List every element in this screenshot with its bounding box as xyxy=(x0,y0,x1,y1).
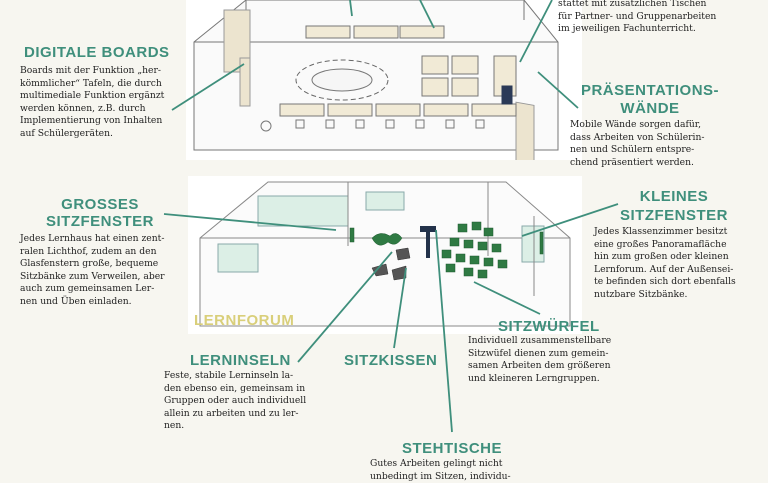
large-window-title-line1: GROSSES xyxy=(61,196,139,213)
large-window-title-line2: SITZFENSTER xyxy=(45,213,154,230)
seat-cushions-title: SITZKISSEN xyxy=(344,352,438,369)
classroom-drawing xyxy=(193,0,559,176)
classroom-illustration xyxy=(186,0,582,176)
small-window-title-line2: SITZFENSTER xyxy=(619,207,728,224)
large-window-text: Jedes Lernhaus hat einen zent- ralen Lic… xyxy=(20,233,165,307)
presentation-walls-title-line1: PRÄSENTATIONS- xyxy=(580,82,720,99)
learning-islands-title: LERNINSELN xyxy=(190,352,291,369)
presentation-walls-title-line2: WÄNDE xyxy=(620,100,680,117)
lernforum-drawing xyxy=(199,181,571,327)
digital-boards-title: DIGITALE BOARDS xyxy=(24,44,170,61)
small-window-text: Jedes Klassenzimmer besitzt eine großes … xyxy=(594,226,736,300)
seat-cubes-title: SITZWÜRFEL xyxy=(498,318,600,335)
lernforum-illustration xyxy=(188,176,582,334)
standing-tables-text: Gutes Arbeiten gelingt nicht unbedingt i… xyxy=(370,458,511,482)
learning-islands-text: Feste, stabile Lerninseln la- den ebenso… xyxy=(164,370,307,432)
digital-boards-text: Boards mit der Funktion „her- kömmlicher… xyxy=(20,65,165,139)
standing-tables-title: STEHTISCHE xyxy=(402,440,503,457)
seat-cubes-text: Individuell zusammenstellbare Sitzwüfel … xyxy=(468,335,612,384)
tables-fragment-text: stattet mit zusätzlichen Tischen für Par… xyxy=(558,0,717,35)
presentation-walls-text: Mobile Wände sorgen dafür, dass Arbeiten… xyxy=(570,119,705,168)
small-window-title-line1: KLEINES xyxy=(639,188,709,205)
lernforum-label: LERNFORUM xyxy=(194,312,295,329)
